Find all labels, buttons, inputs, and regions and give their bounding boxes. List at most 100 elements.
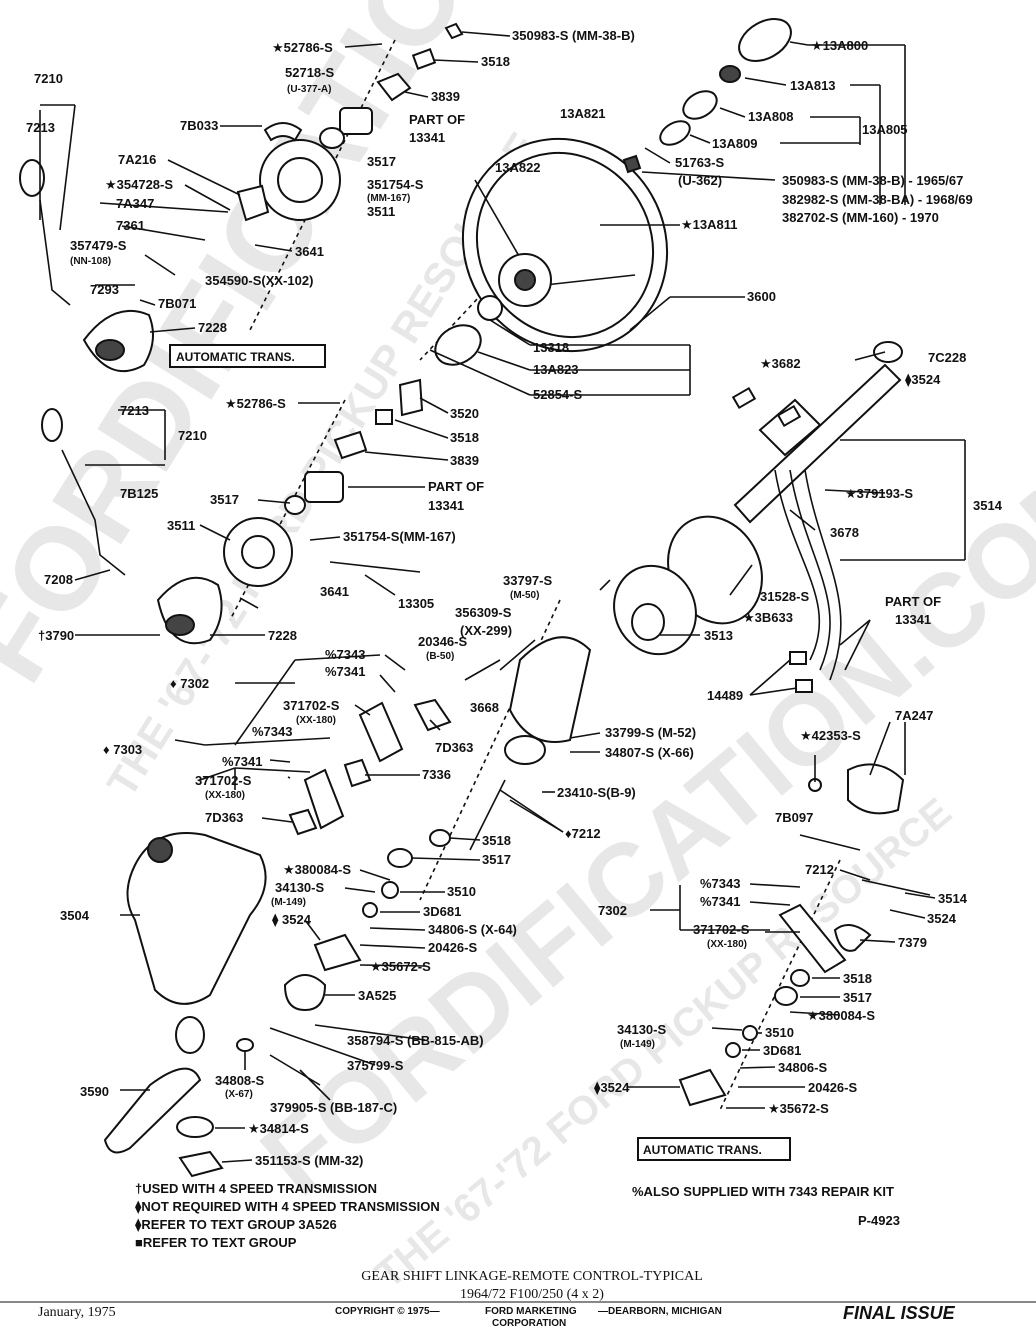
footer-city: —DEARBORN, MICHIGAN [598, 1306, 722, 1317]
plate-3839-top [376, 72, 412, 102]
part-label: 3518 [450, 430, 479, 445]
washer-3510-auto [742, 1025, 758, 1041]
lever-part-13341-top [339, 107, 373, 135]
part-label: (M-149) [620, 1039, 655, 1050]
steering-column [731, 341, 903, 524]
part-label: 3510 [765, 1025, 794, 1040]
part-label: %7343 [325, 647, 365, 662]
part-label: PART OF [428, 479, 484, 494]
footer-org-2: CORPORATION [492, 1318, 566, 1329]
part-label: 7293 [90, 282, 119, 297]
part-label: (XX-180) [707, 939, 747, 950]
part-label: 354590-S(XX-102) [205, 273, 313, 288]
arm-3524-left [313, 933, 362, 972]
part-label: 351754-S(MM-167) [343, 529, 456, 544]
automatic-trans-box-top: AUTOMATIC TRANS. [169, 344, 326, 368]
nut-3d681-auto [725, 1042, 741, 1058]
part-label: 20426-S [808, 1080, 857, 1095]
part-label: 13A808 [748, 109, 794, 124]
part-label: 7302 [598, 903, 627, 918]
part-label: 371702-S [195, 773, 252, 788]
part-label: 23410-S(B-9) [557, 785, 636, 800]
part-label: 357479-S [70, 238, 127, 253]
shift-knob-top [19, 159, 45, 197]
part-label: 7A347 [116, 196, 154, 211]
part-label: 3517 [482, 852, 511, 867]
part-label: 3511 [167, 518, 195, 533]
plate-7a216 [236, 184, 270, 222]
part-label: 3A525 [358, 988, 396, 1003]
clamp-3668 [504, 735, 546, 765]
part-label: ★52786-S [225, 396, 286, 411]
wiring-harness [774, 469, 821, 661]
part-label: 52854-S [533, 387, 582, 402]
footer-status: FINAL ISSUE [843, 1303, 956, 1323]
part-label: 7336 [422, 767, 451, 782]
bushing-3517-top [319, 127, 345, 149]
note-percent: %ALSO SUPPLIED WITH 7343 REPAIR KIT [632, 1184, 894, 1199]
page-footer: January, 1975 COPYRIGHT © 1975— FORD MAR… [0, 1301, 1036, 1329]
washer-34814 [176, 1116, 214, 1138]
part-label: ♦ 7302 [170, 676, 209, 691]
bushing-3518-mid [375, 409, 393, 425]
automatic-trans-label: AUTOMATIC TRANS. [176, 350, 295, 364]
part-label: ★42353-S [800, 728, 861, 743]
part-label: ⧫ 3524 [272, 912, 312, 928]
bushing-3518-auto [790, 969, 810, 987]
part-label: %7341 [700, 894, 740, 909]
note-square: ■REFER TO TEXT GROUP [135, 1235, 297, 1250]
part-label: PART OF [409, 112, 465, 127]
part-label: 351153-S (MM-32) [255, 1153, 363, 1168]
part-label: 7228 [198, 320, 227, 335]
part-label: 13A805 [862, 122, 908, 137]
part-label: 3517 [843, 990, 872, 1005]
part-label: 382982-S (MM-38-BA) - 1968/69 [782, 192, 973, 207]
part-label: 7B071 [158, 296, 196, 311]
part-label: †3790 [38, 628, 74, 643]
title-line-2: 1964/72 F100/250 (4 x 2) [460, 1287, 604, 1302]
part-label: 13A813 [790, 78, 836, 93]
nut-34808 [236, 1038, 254, 1052]
steering-wheel [461, 137, 669, 353]
part-label: 351754-S [367, 177, 424, 192]
top-nut [444, 22, 464, 40]
figure-reference: P-4923 [858, 1213, 900, 1228]
footer-date: January, 1975 [38, 1305, 116, 1320]
part-labels: ★52786-S 52718-S (U-377-A) 350983-S (MM-… [26, 28, 1003, 1168]
part-label: (XX-180) [205, 790, 245, 801]
part-label: 34806-S (X-64) [428, 922, 517, 937]
bushing-3518-top [411, 48, 437, 70]
part-label: (U-362) [678, 173, 722, 188]
part-label: 3590 [80, 1084, 109, 1099]
legend-notes: †USED WITH 4 SPEED TRANSMISSION ⧫NOT REQ… [135, 1181, 900, 1250]
part-label: 375799-S [347, 1058, 404, 1073]
bushing-3517-auto [774, 986, 798, 1006]
part-label: 31528-S [760, 589, 809, 604]
horn-ring [738, 18, 792, 62]
part-label: (X-67) [225, 1089, 253, 1100]
arm-7303 [303, 768, 345, 830]
part-label: 3678 [830, 525, 859, 540]
bushing-3518-low [429, 829, 451, 847]
part-label: ★52786-S [272, 40, 333, 55]
part-label: 7B125 [120, 486, 158, 501]
part-label: 13341 [895, 612, 931, 627]
rod-13305 [329, 561, 421, 573]
bracket-7a247 [847, 763, 905, 815]
part-label: 33797-S [503, 573, 552, 588]
note-diamond-2: ⧫REFER TO TEXT GROUP 3A526 [135, 1217, 337, 1233]
part-label: 7A247 [895, 708, 933, 723]
part-label: 7210 [34, 71, 63, 86]
part-label: ★35672-S [768, 1101, 829, 1116]
part-label: 13318 [533, 340, 569, 355]
part-label: 7208 [44, 572, 73, 587]
part-label: 371702-S [283, 698, 340, 713]
plate-7336 [343, 758, 372, 788]
part-label: ♦ 7303 [103, 742, 142, 757]
part-label: ★3B633 [743, 610, 793, 625]
part-label: 3524 [927, 911, 957, 926]
part-label: 33799-S (M-52) [605, 725, 696, 740]
part-label: 3518 [481, 54, 510, 69]
shift-knob-mid [41, 408, 63, 442]
